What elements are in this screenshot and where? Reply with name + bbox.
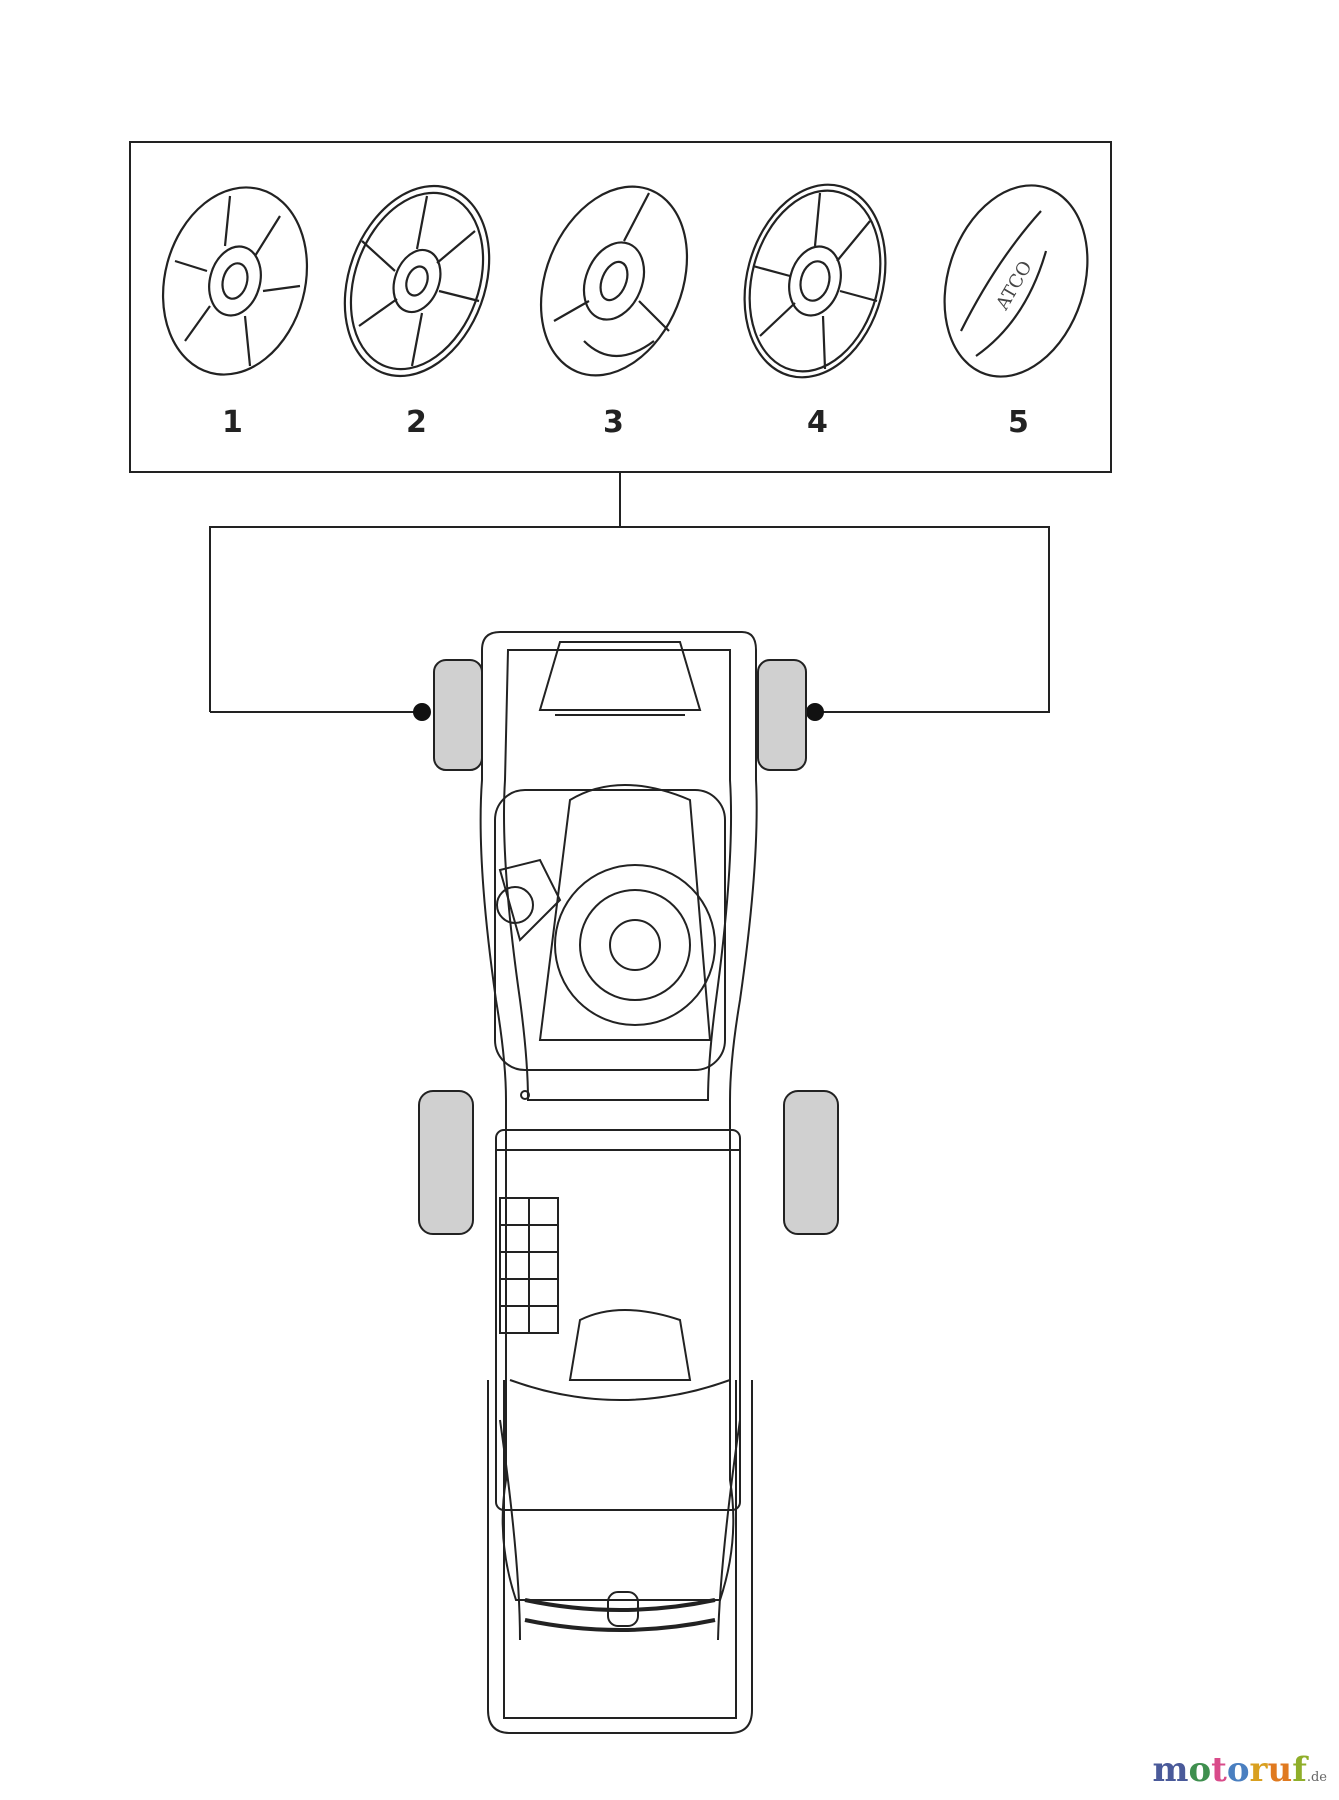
connector-lines <box>209 472 1050 713</box>
part-label-2: 2 <box>406 405 427 440</box>
hubcap-3-icon <box>539 185 689 377</box>
part-label-3: 3 <box>603 405 624 440</box>
front-cover <box>538 641 702 716</box>
rear-left-wheel <box>418 1090 474 1235</box>
watermark-letter: m <box>1152 1750 1189 1790</box>
grass-box <box>495 1129 741 1511</box>
right-wheel-marker <box>806 703 824 721</box>
motoruf-watermark-logo: motoruf.de <box>1152 1750 1327 1790</box>
part-label-4: 4 <box>807 405 828 440</box>
hubcap-2-icon <box>343 184 491 378</box>
watermark-letter: t <box>1211 1750 1227 1790</box>
hubcap-1-icon <box>161 186 309 376</box>
hubcap-4-icon <box>743 183 887 379</box>
watermark-letter: o <box>1226 1750 1250 1790</box>
left-wheel-marker <box>413 703 431 721</box>
watermark-letter: u <box>1267 1750 1293 1790</box>
mower-deck <box>479 631 758 1601</box>
engine-cover-icon <box>554 864 716 1026</box>
watermark-letter: f <box>1292 1750 1307 1790</box>
part-label-5: 5 <box>1008 405 1029 440</box>
rear-flap-latch <box>607 1591 639 1627</box>
watermark-letter: o <box>1188 1750 1212 1790</box>
grass-box-handle <box>568 1309 692 1381</box>
watermark-suffix: .de <box>1306 1770 1327 1785</box>
hubcap-5-atco-icon: ATCO <box>943 184 1089 378</box>
watermark-letter: r <box>1249 1750 1268 1790</box>
push-handle <box>487 1380 753 1734</box>
front-left-wheel <box>433 659 483 771</box>
engine <box>494 789 726 1071</box>
rear-right-wheel <box>783 1090 839 1235</box>
front-right-wheel <box>757 659 807 771</box>
part-label-1: 1 <box>222 405 243 440</box>
lawn-mower-top-view <box>418 631 839 1734</box>
